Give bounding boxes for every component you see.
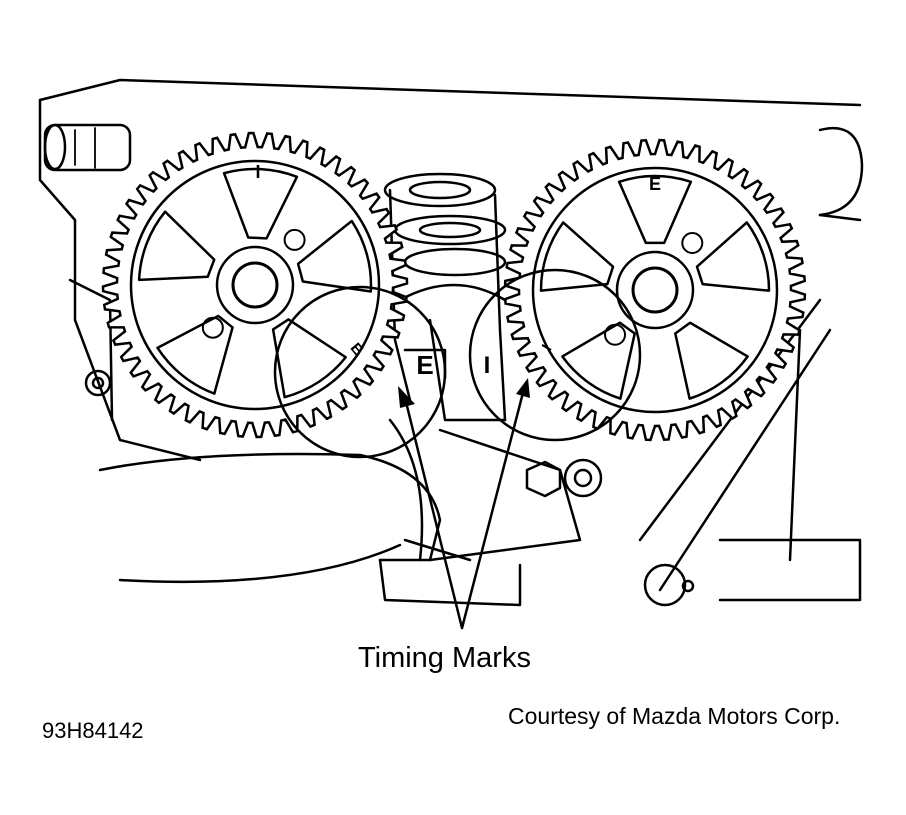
left-gear-mark-top: I <box>255 162 260 182</box>
right-gear-mark-top: E <box>649 174 661 194</box>
timing-mark-arrows <box>398 378 530 630</box>
figure-code: 93H84142 <box>42 718 144 743</box>
magnifier-circle-left <box>273 285 447 459</box>
credit-line: Courtesy of Mazda Motors Corp. <box>508 703 841 729</box>
left-shaft-stub <box>43 123 132 172</box>
engine-outline <box>38 78 864 602</box>
exhaust-cam-sprocket <box>503 138 807 442</box>
cam-cap-mark-left: E <box>416 350 433 380</box>
timing-marks-label: Timing Marks <box>358 642 531 674</box>
lower-housing <box>84 298 832 607</box>
magnifier-circle-right <box>468 268 642 442</box>
cam-cap-mark-right: I <box>484 352 491 379</box>
intake-cam-sprocket <box>101 131 409 439</box>
